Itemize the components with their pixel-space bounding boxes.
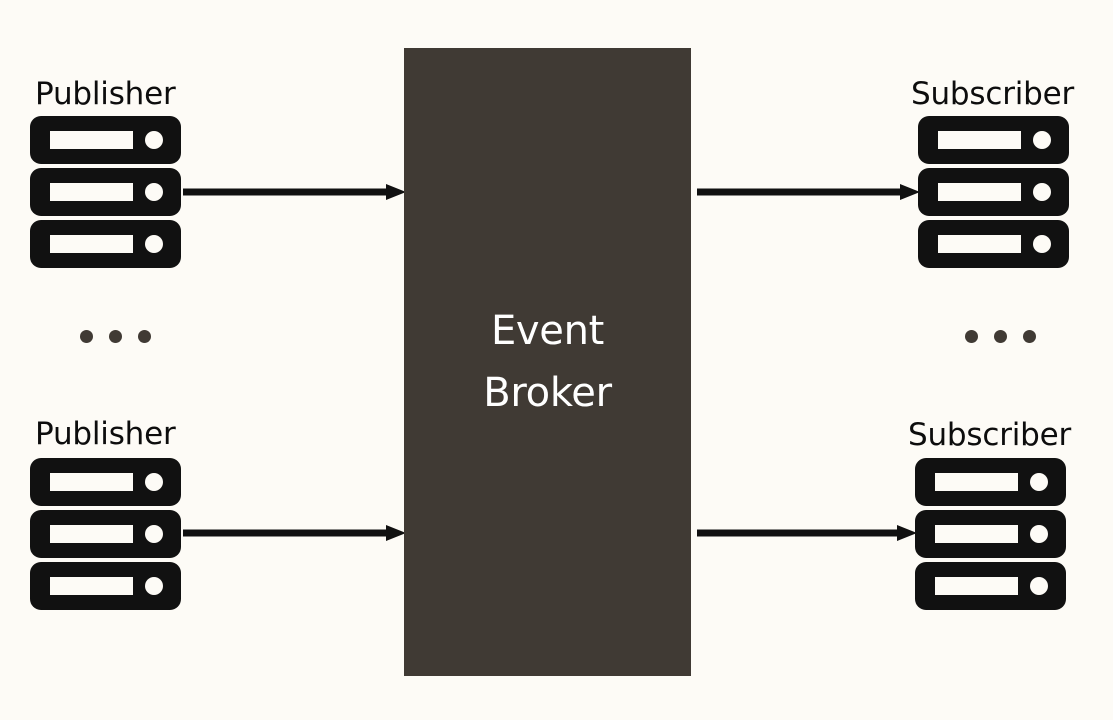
event-broker-title-line2: Broker [483,370,612,416]
server-slot [50,577,133,595]
server-rack-unit-icon [30,562,181,610]
subscriber-bottom-label: Subscriber [908,417,1072,453]
server-slot [935,577,1018,595]
ellipsis-dot [80,330,93,343]
publisher-bottom-label: Publisher [35,416,176,452]
server-rack-unit-icon [30,458,181,506]
ellipsis-dot [138,330,151,343]
server-led-icon [1030,577,1048,595]
server-rack-unit-icon [918,168,1069,216]
arrow-broker-to-subscriber-bottom [697,521,917,545]
subscriber-bottom-server-stack[interactable] [915,458,1066,610]
subscriber-top-server-stack[interactable] [918,116,1069,268]
server-slot [50,131,133,149]
arrow-right-icon [697,184,920,200]
publisher-top-server-stack[interactable] [30,116,181,268]
arrow-right-icon [697,525,917,541]
event-broker-title-line1: Event [490,308,605,354]
server-slot [935,473,1018,491]
server-slot [50,473,133,491]
server-slot [50,235,133,253]
arrow-right-icon [183,184,406,200]
server-rack-unit-icon [30,116,181,164]
server-led-icon [1033,131,1051,149]
publisher-ellipsis [80,330,151,343]
publisher-top-label: Publisher [35,76,176,112]
ellipsis-dot [109,330,122,343]
server-slot [50,183,133,201]
subscriber-ellipsis [965,330,1036,343]
server-slot [938,235,1021,253]
server-led-icon [145,235,163,253]
server-slot [938,131,1021,149]
server-rack-unit-icon [30,220,181,268]
server-rack-unit-icon [918,220,1069,268]
server-led-icon [145,577,163,595]
server-led-icon [1033,235,1051,253]
server-rack-unit-icon [30,168,181,216]
server-led-icon [145,473,163,491]
arrow-right-icon [183,525,406,541]
server-slot [50,525,133,543]
server-slot [938,183,1021,201]
server-led-icon [1033,183,1051,201]
server-led-icon [145,131,163,149]
ellipsis-dot [1023,330,1036,343]
server-led-icon [145,183,163,201]
arrow-broker-to-subscriber-top [697,180,920,204]
server-rack-unit-icon [915,562,1066,610]
subscriber-top-label: Subscriber [911,76,1075,112]
server-rack-unit-icon [915,458,1066,506]
server-rack-unit-icon [915,510,1066,558]
event-broker-box[interactable]: Event Broker [404,48,691,676]
server-led-icon [1030,525,1048,543]
publisher-bottom-server-stack[interactable] [30,458,181,610]
arrow-publisher-top-to-broker [183,180,406,204]
server-rack-unit-icon [30,510,181,558]
ellipsis-dot [994,330,1007,343]
server-rack-unit-icon [918,116,1069,164]
server-led-icon [145,525,163,543]
ellipsis-dot [965,330,978,343]
arrow-publisher-bottom-to-broker [183,521,406,545]
server-led-icon [1030,473,1048,491]
server-slot [935,525,1018,543]
